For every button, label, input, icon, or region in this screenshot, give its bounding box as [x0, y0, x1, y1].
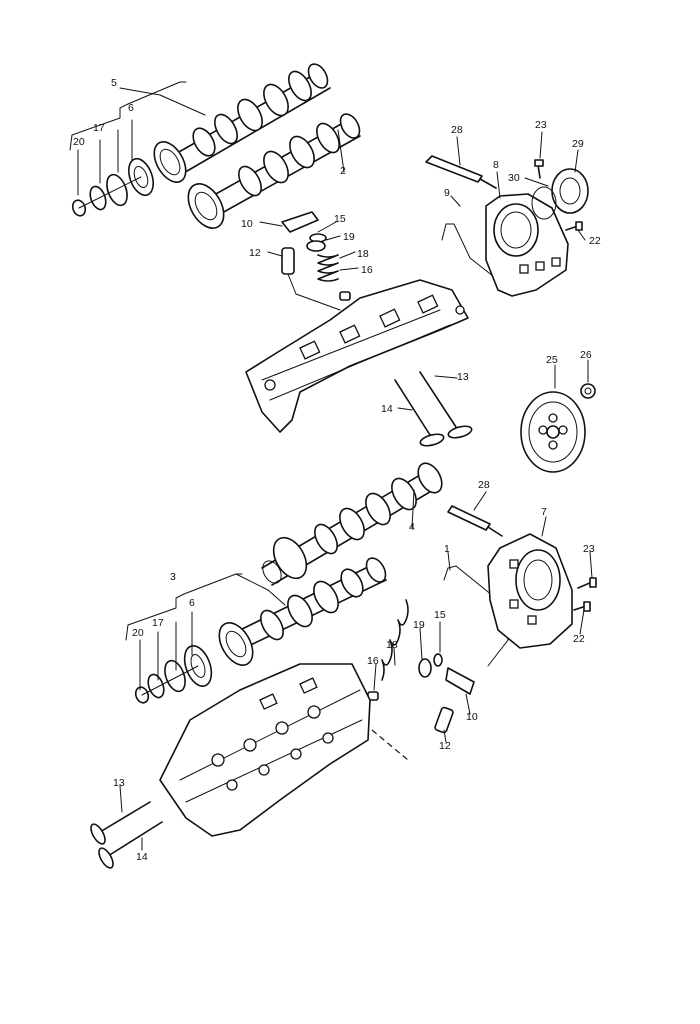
camshaft-upper-intake	[153, 63, 331, 183]
callout-22-lower: 22	[573, 633, 585, 645]
callout-17-upper: 17	[93, 122, 105, 134]
callout-19-upper: 19	[343, 231, 355, 243]
callout-4: 4	[409, 521, 415, 533]
sprocket-set-lower	[134, 645, 213, 704]
callout-29: 29	[572, 138, 584, 150]
sprocket-set-upper	[71, 157, 155, 217]
callout-8: 8	[493, 159, 499, 171]
callout-28-upper: 28	[451, 124, 463, 136]
callout-23-upper: 23	[535, 119, 547, 131]
callout-bracket-upper	[69, 81, 206, 196]
cover-plate-upper	[531, 159, 589, 231]
sealant-tube-lower	[447, 505, 503, 537]
callout-14-lower: 14	[136, 851, 148, 863]
callout-13-upper: 13	[457, 371, 469, 383]
callout-10-lower: 10	[466, 711, 478, 723]
callout-labels: 5 6 20 17 2 28 23 29 8 30 9 22 10 15 19 …	[73, 77, 601, 863]
callout-9: 9	[444, 187, 450, 199]
callout-7: 7	[541, 506, 547, 518]
callout-6-lower: 6	[189, 597, 195, 609]
vvt-sprocket	[520, 383, 596, 473]
callout-12-lower: 12	[439, 740, 451, 752]
bolts-lower	[573, 577, 597, 612]
callout-26: 26	[580, 349, 592, 361]
callout-13-lower: 13	[113, 777, 125, 789]
callout-19-lower: 19	[413, 619, 425, 631]
callout-16-lower: 16	[367, 655, 379, 667]
valve-train-lower	[367, 599, 475, 761]
callout-5: 5	[111, 77, 117, 89]
callout-18-upper: 18	[357, 248, 369, 260]
timing-cover-lower	[443, 533, 573, 667]
callout-17-lower: 17	[152, 617, 164, 629]
sealant-tube-upper	[425, 155, 497, 189]
valves-lower	[90, 801, 163, 869]
callout-10-upper: 10	[241, 218, 253, 230]
callout-14-upper: 14	[381, 403, 393, 415]
callout-6-upper: 6	[128, 102, 134, 114]
callout-15-lower: 15	[434, 609, 446, 621]
callout-22-upper: 22	[589, 235, 601, 247]
camshaft-lower-exhaust	[261, 462, 443, 586]
callout-bracket-lower	[125, 573, 286, 691]
callout-16-upper: 16	[361, 264, 373, 276]
callout-18-lower: 18	[386, 639, 398, 651]
camshaft-upper-exhaust	[187, 113, 361, 229]
callout-15-upper: 15	[334, 213, 346, 225]
cylinder-head-upper	[245, 279, 469, 433]
cylinder-head-lower	[159, 663, 371, 837]
timing-cover-upper	[441, 193, 569, 297]
callout-30: 30	[508, 172, 520, 184]
callout-12-upper: 12	[249, 247, 261, 259]
valve-train-upper	[281, 211, 351, 311]
valves-upper	[394, 371, 473, 447]
camshaft-lower-intake	[218, 557, 387, 666]
callout-20-upper: 20	[73, 136, 85, 148]
callout-3: 3	[170, 571, 176, 583]
callout-23-lower: 23	[583, 543, 595, 555]
callout-25: 25	[546, 354, 558, 366]
callout-20-lower: 20	[132, 627, 144, 639]
leader-lines	[119, 129, 593, 851]
callout-2: 2	[340, 165, 346, 177]
callout-28-lower: 28	[478, 479, 490, 491]
callout-1: 1	[444, 543, 450, 555]
